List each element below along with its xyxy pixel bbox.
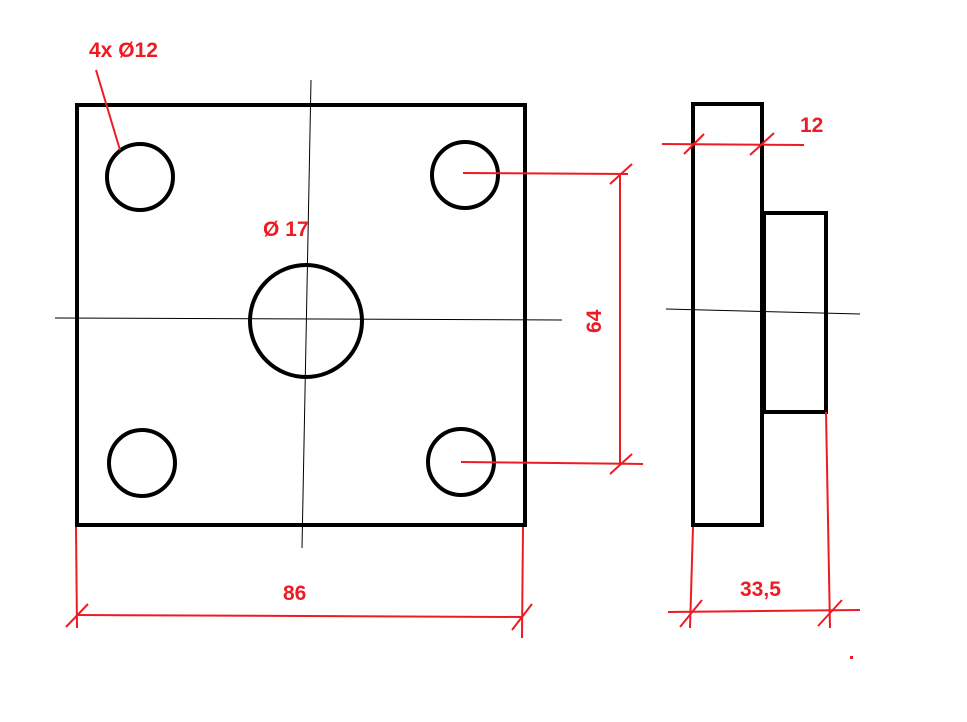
dimension-line-33-5 [667,609,861,613]
front-view [54,79,563,549]
boss-side-outline [762,211,828,414]
extension-line-top [462,172,629,175]
horizontal-centerline [54,317,563,321]
extension-line-left [75,526,78,629]
hole-top-right [430,140,500,210]
extension-line-bottom [460,461,644,465]
hole-top-left [105,142,175,212]
extension-line-right [521,526,524,639]
tick [749,132,775,156]
tick [609,453,633,475]
vertical-centerline [301,79,312,549]
tick [65,603,89,628]
hole-pattern-label: 4x Ø12 [89,39,158,62]
extension-line-right [825,411,831,629]
hole-leader-line [95,69,121,151]
side-view [665,102,861,527]
center-hole [248,263,364,379]
dimension-line-86 [76,614,523,618]
dimension-line-12 [661,143,805,146]
side-dimensions: 12 33,5 [661,114,861,659]
plate-side-outline [691,102,764,527]
width-label: 86 [283,582,306,605]
stray-mark [850,656,853,659]
tick [609,163,633,185]
front-dimensions: 4x Ø12 Ø 17 64 86 [65,39,644,639]
plate-outline [75,103,527,527]
side-centerline [665,308,861,315]
tick [683,133,705,155]
hole-spacing-label: 64 [583,309,606,333]
tick [817,599,843,627]
tick [679,599,703,628]
hole-bottom-left [107,428,177,498]
plate-thickness-label: 12 [800,114,823,137]
total-depth-label: 33,5 [740,578,781,601]
tick [511,603,533,631]
center-hole-label: Ø 17 [263,218,309,241]
